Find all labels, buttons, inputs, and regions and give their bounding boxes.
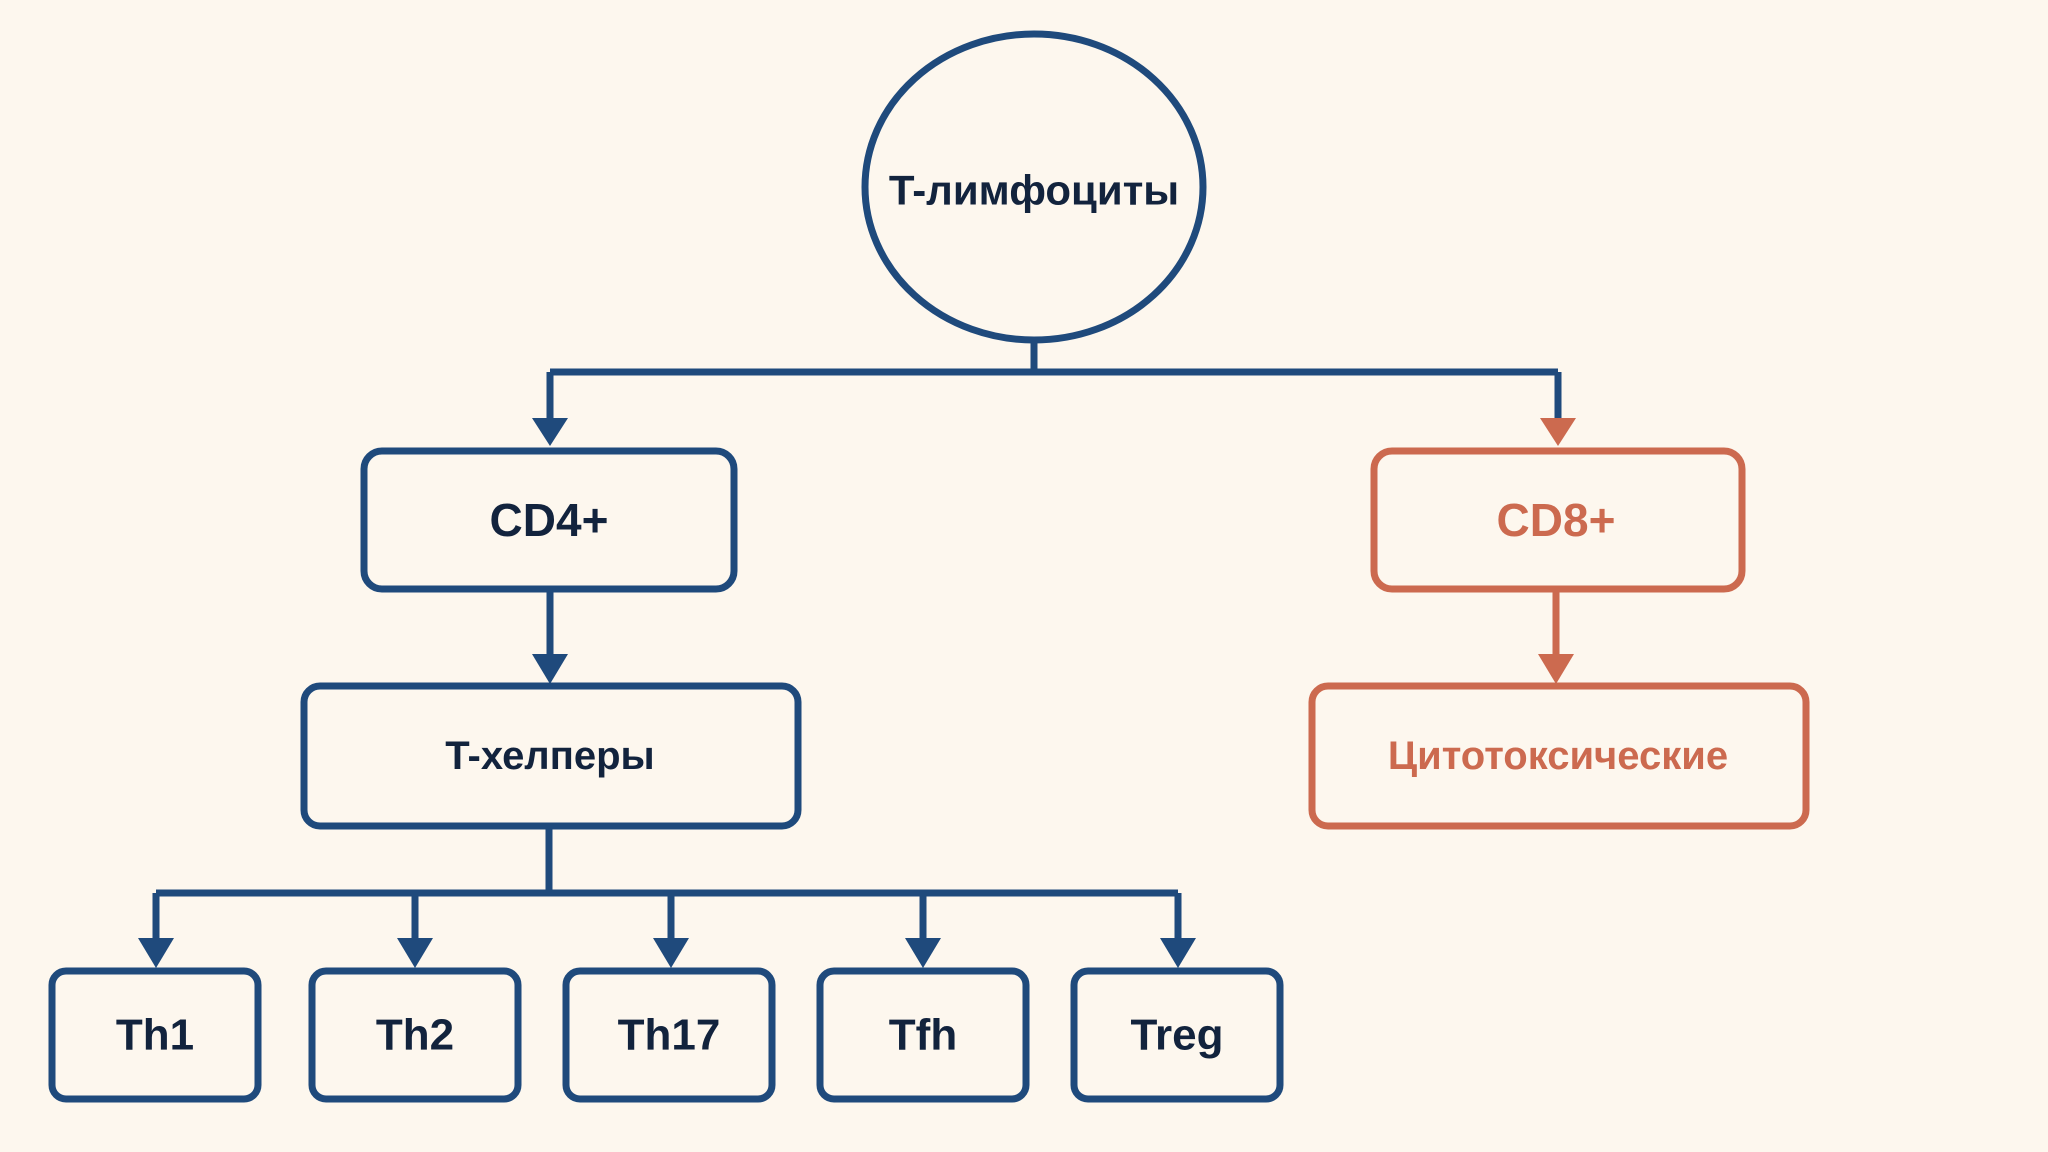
helpers-node: T-хелперы (300, 682, 802, 830)
cytotoxic-label: Цитотоксические (1388, 734, 1728, 778)
cd4-node: CD4+ (360, 447, 738, 593)
tfh-arrowhead (905, 938, 941, 968)
cd8-node: CD8+ (1370, 447, 1746, 593)
cd4-arrowhead (532, 418, 568, 446)
helpers-connectors (138, 826, 1196, 968)
tfh-label: Tfh (889, 1011, 957, 1060)
treg-arrowhead (1160, 938, 1196, 968)
th1-box (48, 967, 262, 1103)
helpers-arrowhead (532, 654, 568, 684)
cytotoxic-arrowhead (1538, 654, 1574, 684)
cd8-connector (1538, 590, 1574, 684)
cd8-arrowhead (1540, 418, 1576, 446)
th1-node: Th1 (48, 967, 262, 1103)
cytotoxic-node: Цитотоксические (1308, 682, 1810, 830)
th2-node: Th2 (308, 967, 522, 1103)
th1-label: Th1 (116, 1011, 194, 1060)
cd4-label: CD4+ (490, 494, 609, 546)
th2-box (308, 967, 522, 1103)
cd8-box (1370, 447, 1746, 593)
th17-box (562, 967, 776, 1103)
tfh-box (816, 967, 1030, 1103)
cd4-connector (532, 590, 568, 684)
th17-node: Th17 (562, 967, 776, 1103)
th17-arrowhead (653, 938, 689, 968)
tfh-node: Tfh (816, 967, 1030, 1103)
helpers-box (300, 682, 802, 830)
th17-label: Th17 (618, 1011, 721, 1060)
root-node: T-лимфоциты (861, 30, 1207, 344)
root-connectors (532, 340, 1576, 446)
treg-node: Treg (1070, 967, 1284, 1103)
cd4-box (360, 447, 738, 593)
treg-box (1070, 967, 1284, 1103)
th2-arrowhead (397, 938, 433, 968)
treg-label: Treg (1131, 1011, 1224, 1060)
root-ellipse (861, 30, 1207, 344)
th2-label: Th2 (376, 1011, 454, 1060)
cytotoxic-box (1308, 682, 1810, 830)
root-label: T-лимфоциты (889, 167, 1179, 214)
th1-arrowhead (138, 938, 174, 968)
helpers-label: T-хелперы (445, 734, 654, 778)
cd8-label: CD8+ (1497, 494, 1616, 546)
